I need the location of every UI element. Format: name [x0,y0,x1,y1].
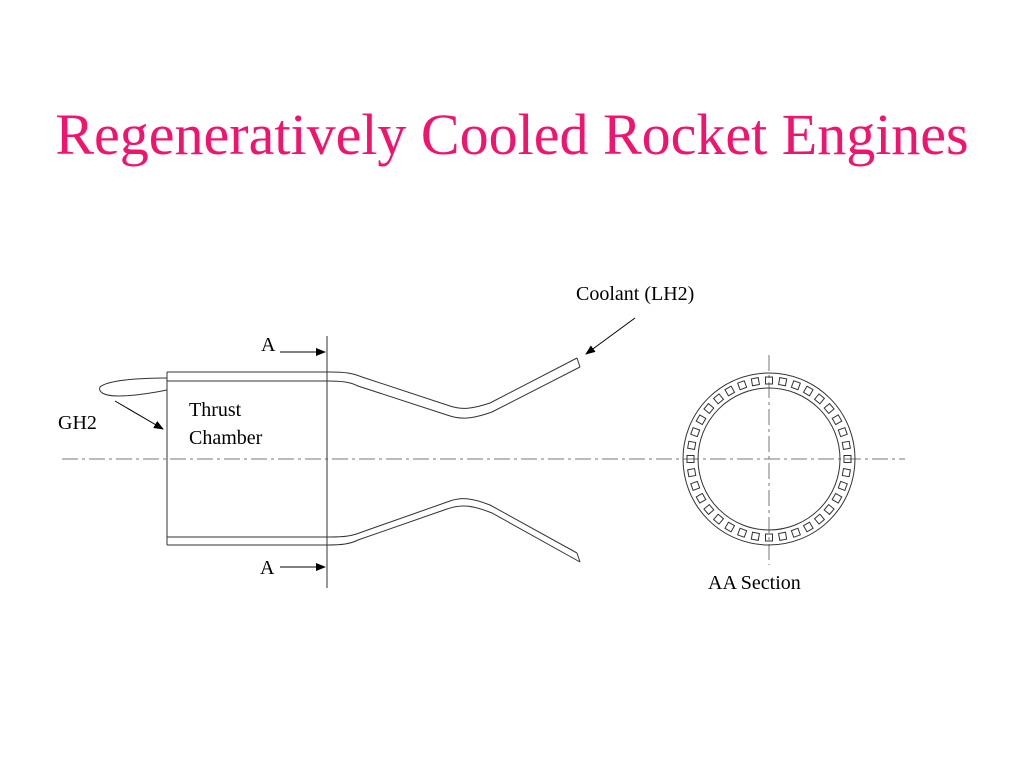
cooling-channel [765,533,773,542]
cooling-channel [813,513,826,525]
cooling-channel [690,427,701,438]
cooling-channel [831,414,843,426]
cooling-channel [823,503,835,516]
section-mark-bottom: A [260,557,275,579]
cooling-channel [777,377,788,387]
cooling-channel [750,531,761,541]
cooling-channel [687,440,697,451]
cooling-channel [690,480,701,491]
cooling-channel [724,521,736,533]
cooling-channel [703,402,715,415]
cooling-channel [737,380,748,391]
cooling-channel [750,377,761,387]
cooling-channel [765,376,773,385]
cooling-channel [802,521,814,533]
cooling-channel [724,385,736,397]
aa-section-label: AA Section [708,572,801,594]
cooling-channel [802,385,814,397]
cooling-channel [687,467,697,478]
cooling-channel [843,455,852,463]
cooling-channel [823,402,835,415]
cooling-channel [813,393,826,405]
cooling-channel [831,492,843,504]
section-mark-top: A [261,334,276,356]
coolant-arrow [585,317,636,355]
fuel-inlet-pipe [99,377,168,397]
gh2-label: GH2 [58,412,97,434]
cooling-channel [777,531,788,541]
cooling-channel [837,427,848,438]
thrust-chamber-label-line1: Thrust [189,399,242,421]
coolant-label: Coolant (LH2) [576,283,694,305]
cooling-channel [790,380,801,391]
cooling-channel [695,414,707,426]
thrust-chamber-label-line2: Chamber [189,427,263,449]
slide-title: Regeneratively Cooled Rocket Engines [55,102,969,167]
cooling-channel [790,527,801,538]
cooling-channel [841,440,851,451]
cooling-channel [737,527,748,538]
cooling-channels [686,376,852,542]
cooling-channel [703,503,715,516]
gh2-arrow [114,400,164,430]
cooling-channel [686,455,695,463]
thrust-chamber [166,357,581,563]
aa-cross-section [682,355,856,565]
cooling-channel [712,513,725,525]
cooling-channel [841,467,851,478]
cooling-channel [712,393,725,405]
cooling-channel [695,492,707,504]
cooling-channel [837,480,848,491]
